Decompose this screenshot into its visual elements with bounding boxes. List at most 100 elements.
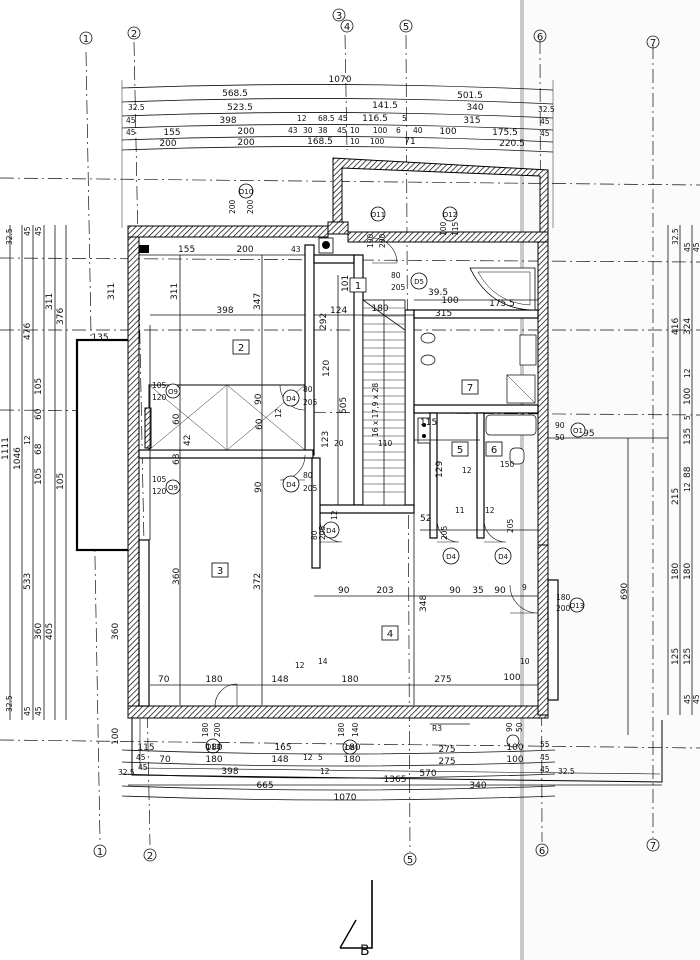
axis-label-top-2: 2 xyxy=(131,29,137,40)
door-tag-d4-c: D4 xyxy=(326,527,336,535)
dim-200: 200 xyxy=(236,245,253,255)
dim-b-45d: 45 xyxy=(540,765,550,774)
dim-70: 70 xyxy=(158,675,170,685)
dim-80-d4c: 80 xyxy=(310,530,319,540)
scan-edge xyxy=(524,0,700,960)
dim-top-685: 68.5 xyxy=(318,114,335,123)
dim-10-r4: 10 xyxy=(520,657,530,666)
door-size-205-b: 205 xyxy=(303,484,318,493)
dim-right-5: 5 xyxy=(683,415,692,420)
dim-b-115: 115 xyxy=(137,743,154,753)
radiator-r3: R3 xyxy=(432,724,442,733)
dim-left-68: 68 xyxy=(34,443,44,455)
dim-top-6: 6 xyxy=(396,126,401,135)
dim-top-45a: 45 xyxy=(126,116,136,125)
dim-360: 360 xyxy=(172,568,182,585)
dim-top-100c: 100 xyxy=(370,137,385,146)
dim-right-12: 12 xyxy=(683,368,692,378)
window-tag-o9-a: O9 xyxy=(168,388,178,396)
axis-label-top-5: 5 xyxy=(403,22,409,33)
dim-top-45f: 45 xyxy=(540,129,550,138)
dim-398: 398 xyxy=(216,306,233,316)
dim-top-100: 100 xyxy=(373,126,388,135)
dim-b-70: 70 xyxy=(159,755,171,765)
dim-top-2205: 220.5 xyxy=(499,139,525,149)
section-marker-label: B xyxy=(360,943,370,959)
dim-top-340: 340 xyxy=(466,103,483,113)
dim-105a: 105 xyxy=(152,381,167,390)
dim-w200c: 200 xyxy=(378,233,387,248)
room-number-3: 3 xyxy=(217,566,223,577)
dim-120a: 120 xyxy=(152,393,167,402)
dim-left-105c: 105 xyxy=(56,473,66,490)
dim-bottom-1365: 1365 xyxy=(384,775,407,785)
dim-top-45d: 45 xyxy=(126,128,136,137)
dim-68: 68 xyxy=(172,453,182,465)
dim-43: 43 xyxy=(291,245,301,254)
dim-left-45d: 45 xyxy=(34,706,43,716)
axis-label-bottom-7: 7 xyxy=(650,841,656,852)
window-tag-o10: O10 xyxy=(239,188,253,196)
dim-right-215: 215 xyxy=(671,488,681,505)
room-labels: 1 2 3 4 5 6 7 xyxy=(211,277,503,641)
dim-right-45d: 45 xyxy=(692,694,700,704)
bottom-dimension-texts: 115 180 165 180 275 100 55 45 70 180 148… xyxy=(118,740,575,803)
door-tag-d4-e: D4 xyxy=(498,553,508,561)
dim-315: 315 xyxy=(435,309,452,319)
dim-347: 347 xyxy=(253,293,263,310)
dim-left-533: 533 xyxy=(23,573,33,590)
dim-b-45b: 45 xyxy=(540,753,550,762)
dim-b-100b: 100 xyxy=(506,755,523,765)
dim-311: 311 xyxy=(170,283,180,300)
dim-right-45c: 45 xyxy=(683,694,692,704)
dim-14: 14 xyxy=(318,657,328,666)
room-number-5: 5 xyxy=(457,445,463,456)
dim-left-311: 311 xyxy=(45,293,55,310)
scan-shadow xyxy=(520,0,524,960)
dim-right-88: 88 xyxy=(683,466,693,478)
dim-top-45b: 45 xyxy=(338,114,348,123)
terrace-outline xyxy=(131,718,663,783)
dim-w140: 140 xyxy=(351,722,360,737)
dim-top-38: 38 xyxy=(318,126,328,135)
dim-1755: 175.5 xyxy=(489,299,515,309)
door-size-80-a: 80 xyxy=(303,385,313,394)
dim-b-100a: 100 xyxy=(506,743,523,753)
dim-left-105b: 105 xyxy=(34,468,44,485)
dim-top-1415: 141.5 xyxy=(372,101,398,111)
door-labels: D4 80 205 D4 80 205 D4 D4 D4 D5 80 205 xyxy=(282,271,512,565)
dim-right-12b: 12 xyxy=(683,482,692,492)
window-tag-o13-b: O13 xyxy=(570,602,584,610)
dim-top-398: 398 xyxy=(219,116,236,126)
dim-left-12: 12 xyxy=(23,435,32,445)
dim-b-12b: 12 xyxy=(320,767,330,776)
section-marker: B xyxy=(339,880,373,959)
dim-b-325a: 32.5 xyxy=(118,768,135,777)
door-size-80-b: 80 xyxy=(303,471,313,480)
door-tag-d5: D5 xyxy=(414,278,424,286)
washbasin xyxy=(519,334,537,366)
bidet xyxy=(420,354,436,366)
dim-155: 155 xyxy=(178,245,195,255)
dim-52: 52 xyxy=(420,514,431,524)
dim-top-1165: 116.5 xyxy=(362,114,388,124)
axis-label-top-7: 7 xyxy=(650,38,656,49)
dim-top-200b: 200 xyxy=(237,138,254,148)
dim-right-180: 180 xyxy=(671,563,681,580)
dim-right-690: 690 xyxy=(620,583,630,600)
dim-90c-r4: 90 xyxy=(494,586,506,596)
dim-205-r5: 205 xyxy=(440,525,449,540)
dim-top-5685: 568.5 xyxy=(222,89,248,99)
dim-b-55: 55 xyxy=(540,740,550,749)
dim-148: 148 xyxy=(271,675,288,685)
dim-left-325b: 32.5 xyxy=(5,695,14,712)
dim-60b: 60 xyxy=(255,418,265,430)
dim-top-45e: 45 xyxy=(337,126,347,135)
door-size-80-d5: 80 xyxy=(391,271,401,280)
toilet xyxy=(420,332,436,344)
dim-top-71: 71 xyxy=(404,137,415,147)
dim-395: 39.5 xyxy=(428,288,448,298)
dim-top-325b: 32.5 xyxy=(538,105,555,114)
dim-b-45a: 45 xyxy=(136,753,146,762)
dim-180: 180 xyxy=(371,304,388,314)
